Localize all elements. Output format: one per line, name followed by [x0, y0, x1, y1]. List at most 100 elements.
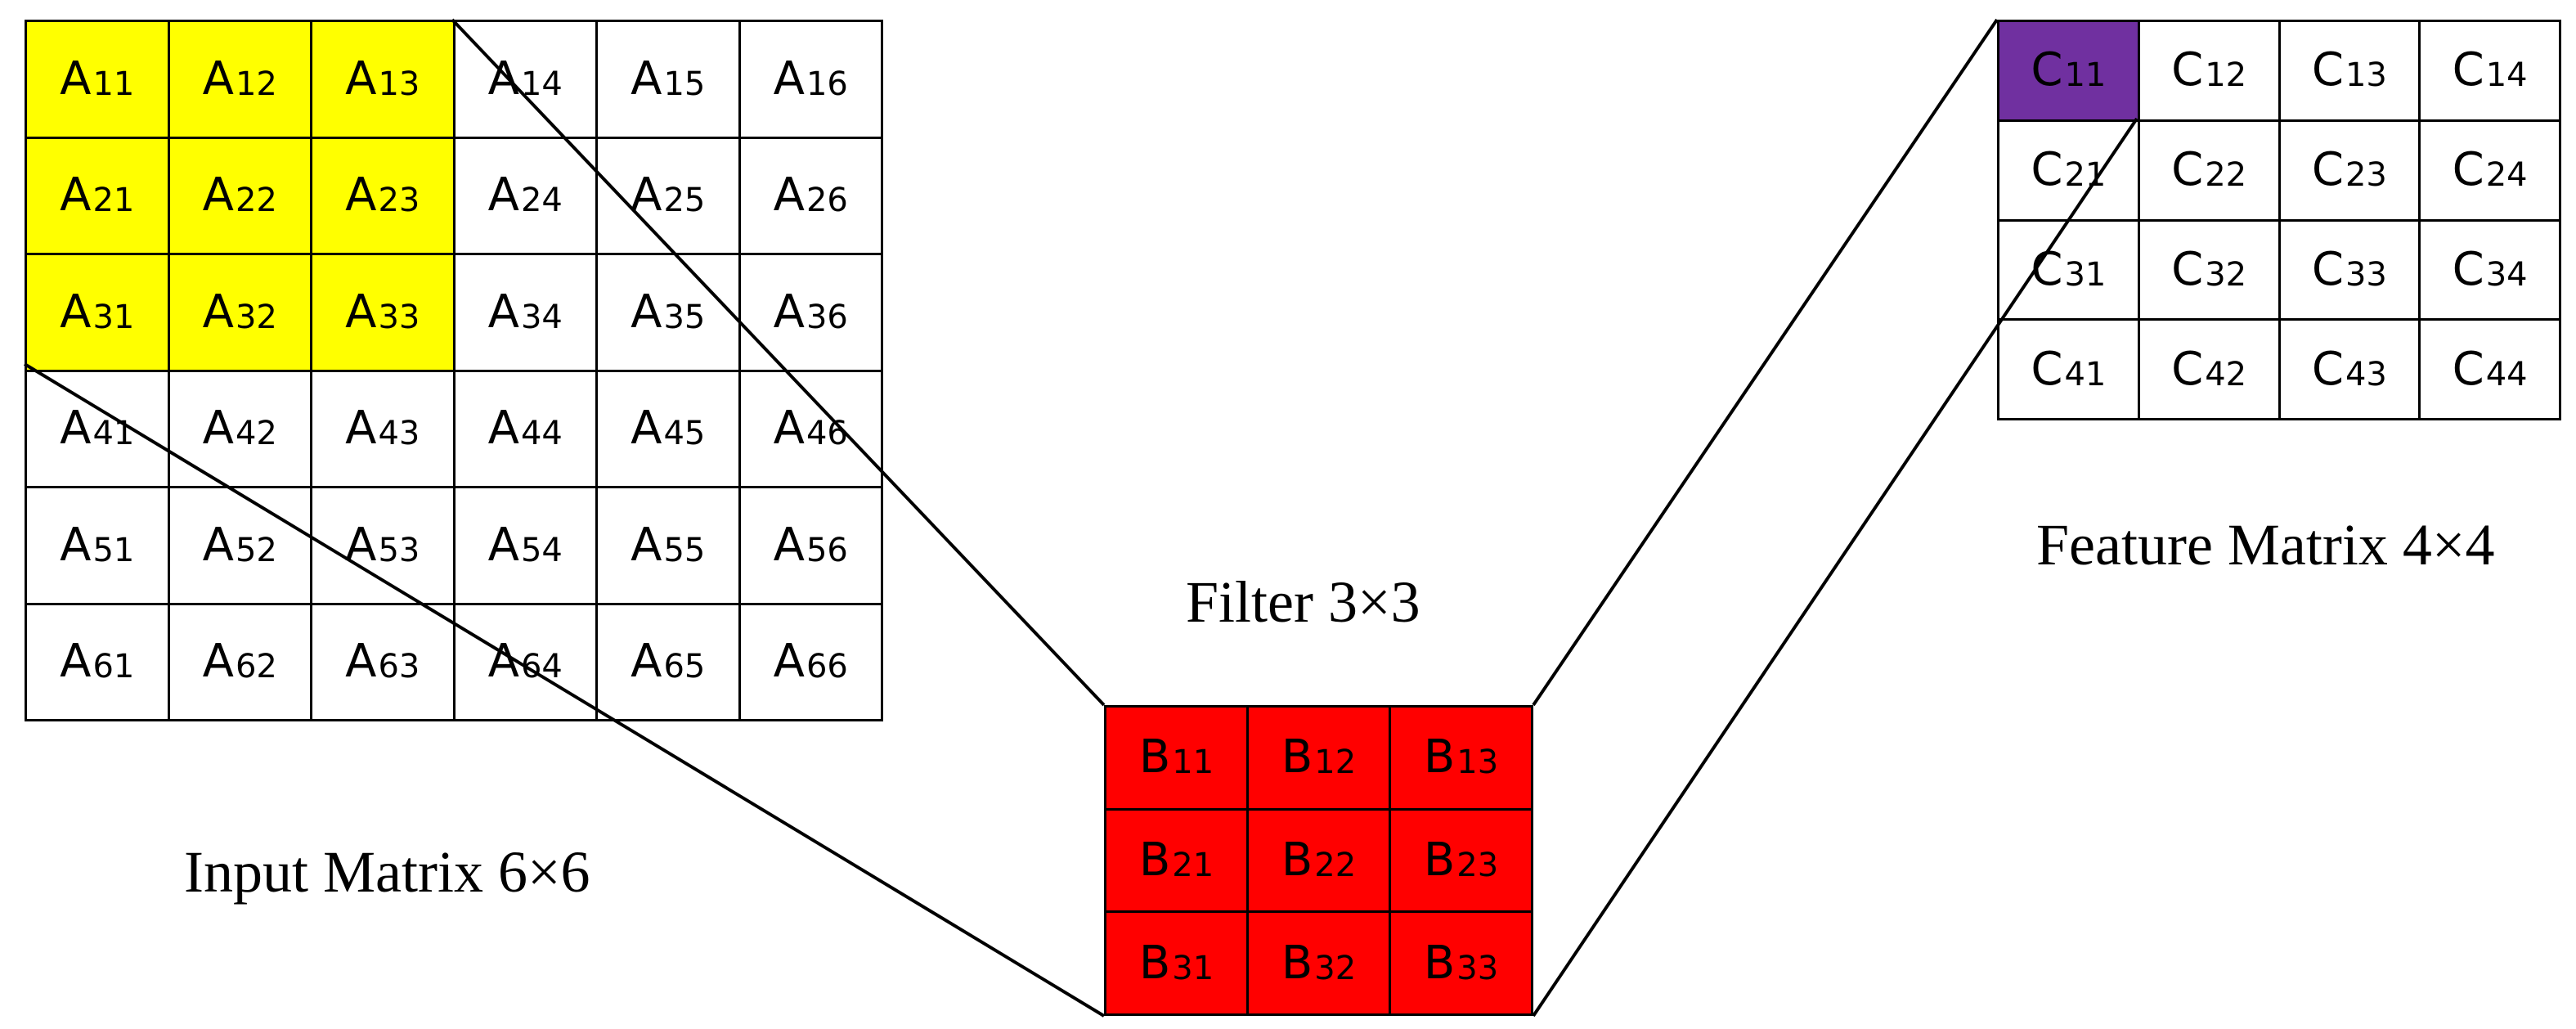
feature-cell-subscript: 11	[2064, 56, 2107, 95]
input-cell-letter: A	[487, 52, 519, 106]
filter-cell-subscript: 33	[1456, 949, 1499, 987]
input-cell-letter: A	[773, 52, 805, 106]
feature-cell-subscript: 33	[2345, 255, 2387, 294]
filter-cell-subscript: 12	[1314, 744, 1357, 782]
input-cell-subscript: 14	[520, 65, 563, 103]
input-cell-subscript: 54	[520, 531, 563, 569]
input-cell-letter: A	[202, 169, 234, 222]
input-cell-letter: A	[202, 285, 234, 339]
feature-cell-letter: C	[2452, 43, 2484, 97]
input-cell-subscript: 12	[235, 65, 277, 103]
filter-cell-subscript: 22	[1314, 846, 1357, 884]
input-cell-letter: A	[631, 635, 662, 689]
feature-cell-letter: C	[2452, 143, 2484, 197]
input-cell-letter: A	[202, 52, 234, 106]
feature-cell-subscript: 43	[2345, 355, 2387, 393]
input-cell-subscript: 16	[806, 65, 848, 103]
input-cell-letter: A	[345, 169, 377, 222]
filter-cell-subscript: 13	[1456, 744, 1499, 782]
filter-cell-subscript: 11	[1172, 744, 1214, 782]
feature-cell-subscript: 13	[2345, 56, 2387, 95]
filter-cell-letter: B	[1138, 730, 1171, 784]
input-cell-subscript: 36	[806, 298, 848, 336]
feature-cell-letter: C	[2031, 143, 2063, 197]
input-cell-letter: A	[773, 169, 805, 222]
feature-cell-subscript: 34	[2485, 255, 2528, 294]
input-cell-subscript: 31	[92, 298, 135, 336]
input-cell-subscript: 53	[378, 531, 420, 569]
filter-cell-subscript: 21	[1172, 846, 1214, 884]
feature-cell-letter: C	[2452, 242, 2484, 296]
feature-cell-subscript: 41	[2064, 355, 2107, 393]
input-cell-letter: A	[345, 285, 377, 339]
input-cell-letter: A	[631, 285, 662, 339]
feature-cell-subscript: 22	[2205, 156, 2247, 195]
input-cell-subscript: 63	[378, 648, 420, 686]
filter-cell-letter: B	[1138, 936, 1171, 990]
input-cell-letter: A	[202, 635, 234, 689]
input-cell-letter: A	[60, 518, 92, 572]
input-cell-subscript: 22	[235, 182, 277, 220]
input-cell-subscript: 32	[235, 298, 277, 336]
input-cell-letter: A	[202, 518, 234, 572]
feature-cell-subscript: 23	[2345, 156, 2387, 195]
input-cell-letter: A	[631, 52, 662, 106]
feature-cell-letter: C	[2171, 242, 2204, 296]
feature-cell-letter: C	[2311, 242, 2344, 296]
input-cell-letter: A	[631, 169, 662, 222]
input-cell-letter: A	[773, 285, 805, 339]
input-cell-subscript: 44	[520, 415, 563, 453]
filter-cell-letter: B	[1281, 833, 1313, 887]
feature-cell-letter: C	[2171, 342, 2204, 396]
connector-filter-top-to-feature-top	[1532, 18, 1999, 707]
input-cell-subscript: 52	[235, 531, 277, 569]
filter-cell-letter: B	[1423, 730, 1456, 784]
feature-cell-subscript: 31	[2064, 255, 2107, 294]
input-cell-letter: A	[773, 402, 805, 456]
feature-cell-subscript: 14	[2485, 56, 2528, 95]
filter-cell-letter: B	[1138, 833, 1171, 887]
input-cell-subscript: 13	[378, 65, 420, 103]
input-cell-subscript: 24	[520, 182, 563, 220]
input-cell-subscript: 42	[235, 415, 277, 453]
input-cell-letter: A	[773, 518, 805, 572]
input-cell-letter: A	[60, 285, 92, 339]
feature-cell-subscript: 24	[2485, 156, 2528, 195]
